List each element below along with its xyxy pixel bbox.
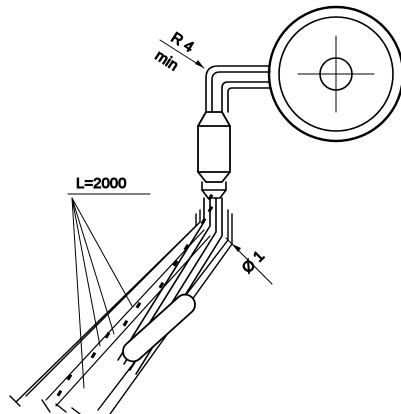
cable-end-cuts <box>9 395 81 414</box>
cable-bundle-upper <box>205 65 271 113</box>
lead-markers <box>56 193 214 397</box>
cable-clip <box>122 293 196 363</box>
round-sensor-body <box>267 5 401 143</box>
splice-sleeve <box>197 111 231 183</box>
sensor-inner-ring <box>278 16 394 132</box>
length-callout <box>67 193 151 389</box>
diameter-label: Ø 1 <box>239 248 268 277</box>
bend-radius-callout <box>159 39 205 69</box>
bend-radius-label: R 4 <box>168 29 197 56</box>
cable-connector <box>201 181 227 199</box>
cable-bundle-lower <box>15 197 233 414</box>
diameter-callout <box>225 237 273 285</box>
sensor-outer-ring <box>267 5 401 143</box>
sensor-centerlines <box>297 35 375 113</box>
length-label: L=2000 <box>76 175 126 192</box>
